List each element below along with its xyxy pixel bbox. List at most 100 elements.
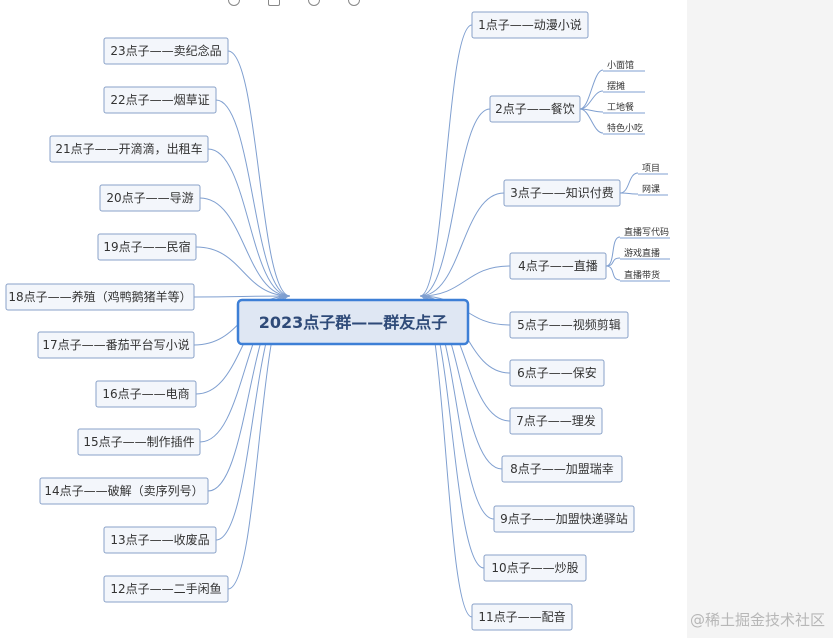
branch-right-10[interactable]: 10点子——炒股 xyxy=(483,554,587,582)
branch-left-11[interactable]: 13点子——收废品 xyxy=(103,526,217,554)
leaf-connector-2-4 xyxy=(579,108,604,134)
connector-left-6 xyxy=(193,295,291,298)
branch-right-10-label: 10点子——炒股 xyxy=(491,561,578,575)
branch-right-1-box xyxy=(471,11,589,39)
branch-right-2-label: 2点子——餐饮 xyxy=(495,101,575,116)
leaf-2-1[interactable]: 小面馆 xyxy=(603,59,645,72)
branch-right-3-label: 3点子——知识付费 xyxy=(510,186,614,200)
branch-left-8[interactable]: 16点子——电商 xyxy=(95,380,197,408)
leaf-connector-4-3 xyxy=(605,265,621,281)
connector-right-4 xyxy=(419,265,511,297)
branch-left-9-box xyxy=(77,428,201,456)
branch-right-8-box xyxy=(501,455,623,483)
leaf-connector-3-1 xyxy=(619,172,639,194)
leaf-label: 特色小吃 xyxy=(607,122,643,134)
leaf-connector-3-2 xyxy=(619,192,639,195)
branch-right-2-box xyxy=(489,95,581,123)
branch-left-6-box xyxy=(5,283,195,311)
branch-left-7[interactable]: 17点子——番茄平台写小说 xyxy=(37,331,195,359)
connector-lines xyxy=(193,24,639,618)
branch-left-8-label: 16点子——电商 xyxy=(102,386,189,401)
branch-left-3-box xyxy=(49,135,209,163)
branch-right-11[interactable]: 11点子——配音 xyxy=(471,603,573,631)
leaf-label: 网课 xyxy=(642,184,660,195)
branch-left-5-box xyxy=(97,233,197,261)
leaf-2-3[interactable]: 工地餐 xyxy=(603,101,645,114)
branch-right-9[interactable]: 9点子——加盟快递驿站 xyxy=(493,505,635,533)
branch-left-2[interactable]: 22点子——烟草证 xyxy=(103,86,217,114)
branch-left-4[interactable]: 20点子——导游 xyxy=(99,184,201,212)
branch-left-6-label: 18点子——养殖（鸡鸭鹅猪羊等） xyxy=(8,289,191,304)
branch-right-4-box xyxy=(509,252,607,280)
branch-left-12[interactable]: 12点子——二手闲鱼 xyxy=(103,575,229,603)
branch-right-7-box xyxy=(509,407,603,435)
leaf-label: 工地餐 xyxy=(607,101,634,113)
leaf-4-3[interactable]: 直播带货 xyxy=(620,269,670,282)
branch-right-9-label: 9点子——加盟快递驿站 xyxy=(500,512,628,526)
branch-right-5[interactable]: 5点子——视频剪辑 xyxy=(509,311,629,339)
center-topic-box xyxy=(236,298,470,346)
branch-left-7-box xyxy=(37,331,195,359)
leaf-connector-2-2 xyxy=(579,90,604,110)
branch-right-5-box xyxy=(509,311,629,339)
leaf-label: 项目 xyxy=(642,163,660,174)
branch-left-10[interactable]: 14点子——破解（卖序列号） xyxy=(39,477,209,505)
leaf-4-2[interactable]: 游戏直播 xyxy=(620,247,670,260)
branch-left-4-label: 20点子——导游 xyxy=(106,191,193,205)
center-topic[interactable]: 2023点子群——群友点子 xyxy=(236,298,470,346)
branch-right-1[interactable]: 1点子——动漫小说 xyxy=(471,11,589,39)
leaf-connector-2-1 xyxy=(579,69,604,110)
branch-right-4-label: 4点子——直播 xyxy=(518,259,598,273)
leaf-label: 小面馆 xyxy=(607,59,634,71)
leaf-connector-4-2 xyxy=(605,257,621,267)
leaf-3-1[interactable]: 项目 xyxy=(638,163,668,175)
leaf-2-2[interactable]: 摆摊 xyxy=(603,80,645,93)
branch-right-4[interactable]: 4点子——直播 xyxy=(509,252,607,280)
branch-right-8-label: 8点子——加盟瑞幸 xyxy=(510,462,614,476)
branch-right-6-label: 6点子——保安 xyxy=(517,365,597,380)
connector-left-1 xyxy=(227,50,291,297)
branch-right-7[interactable]: 7点子——理发 xyxy=(509,407,603,435)
branch-right-11-box xyxy=(471,603,573,631)
leaf-2-4[interactable]: 特色小吃 xyxy=(603,122,645,135)
connector-right-2 xyxy=(419,108,491,297)
branch-left-6[interactable]: 18点子——养殖（鸡鸭鹅猪羊等） xyxy=(5,283,195,311)
branch-right-8[interactable]: 8点子——加盟瑞幸 xyxy=(501,455,623,483)
branch-left-2-box xyxy=(103,86,217,114)
leaf-3-2[interactable]: 网课 xyxy=(638,184,668,196)
branch-left-5-label: 19点子——民宿 xyxy=(103,239,190,254)
branch-left-1-label: 23点子——卖纪念品 xyxy=(110,43,221,58)
branch-left-1-box xyxy=(103,37,229,65)
branch-left-12-label: 12点子——二手闲鱼 xyxy=(110,582,221,596)
branch-right-2[interactable]: 2点子——餐饮 xyxy=(489,95,581,123)
leaf-connector-4-1 xyxy=(605,236,621,267)
connector-right-3 xyxy=(419,192,505,297)
branch-left-5[interactable]: 19点子——民宿 xyxy=(97,233,197,261)
branch-right-10-box xyxy=(483,554,587,582)
branch-left-8-box xyxy=(95,380,197,408)
watermark: @稀土掘金技术社区 xyxy=(689,611,825,629)
branch-right-3[interactable]: 3点子——知识付费 xyxy=(503,179,621,207)
branch-right-5-label: 5点子——视频剪辑 xyxy=(517,317,621,332)
branch-left-10-label: 14点子——破解（卖序列号） xyxy=(44,483,203,498)
branch-right-3-box xyxy=(503,179,621,207)
branch-left-3[interactable]: 21点子——开滴滴，出租车 xyxy=(49,135,209,163)
branch-left-10-box xyxy=(39,477,209,505)
branch-right-9-box xyxy=(493,505,635,533)
layout-icon[interactable] xyxy=(268,0,280,6)
leaf-label: 摆摊 xyxy=(607,80,625,92)
branch-left-12-box xyxy=(103,575,229,603)
branch-right-6[interactable]: 6点子——保安 xyxy=(509,359,605,387)
branch-left-2-label: 22点子——烟草证 xyxy=(110,93,209,107)
leaf-label: 游戏直播 xyxy=(624,247,660,259)
connector-left-4 xyxy=(199,197,291,297)
right-gutter xyxy=(687,0,833,638)
branch-left-1[interactable]: 23点子——卖纪念品 xyxy=(103,37,229,65)
branch-left-9[interactable]: 15点子——制作插件 xyxy=(77,428,201,456)
leaf-4-1[interactable]: 直播写代码 xyxy=(620,226,670,239)
branch-left-3-label: 21点子——开滴滴，出租车 xyxy=(55,141,202,156)
connector-right-1 xyxy=(419,24,473,297)
branch-left-4-box xyxy=(99,184,201,212)
branch-right-11-label: 11点子——配音 xyxy=(478,609,565,624)
